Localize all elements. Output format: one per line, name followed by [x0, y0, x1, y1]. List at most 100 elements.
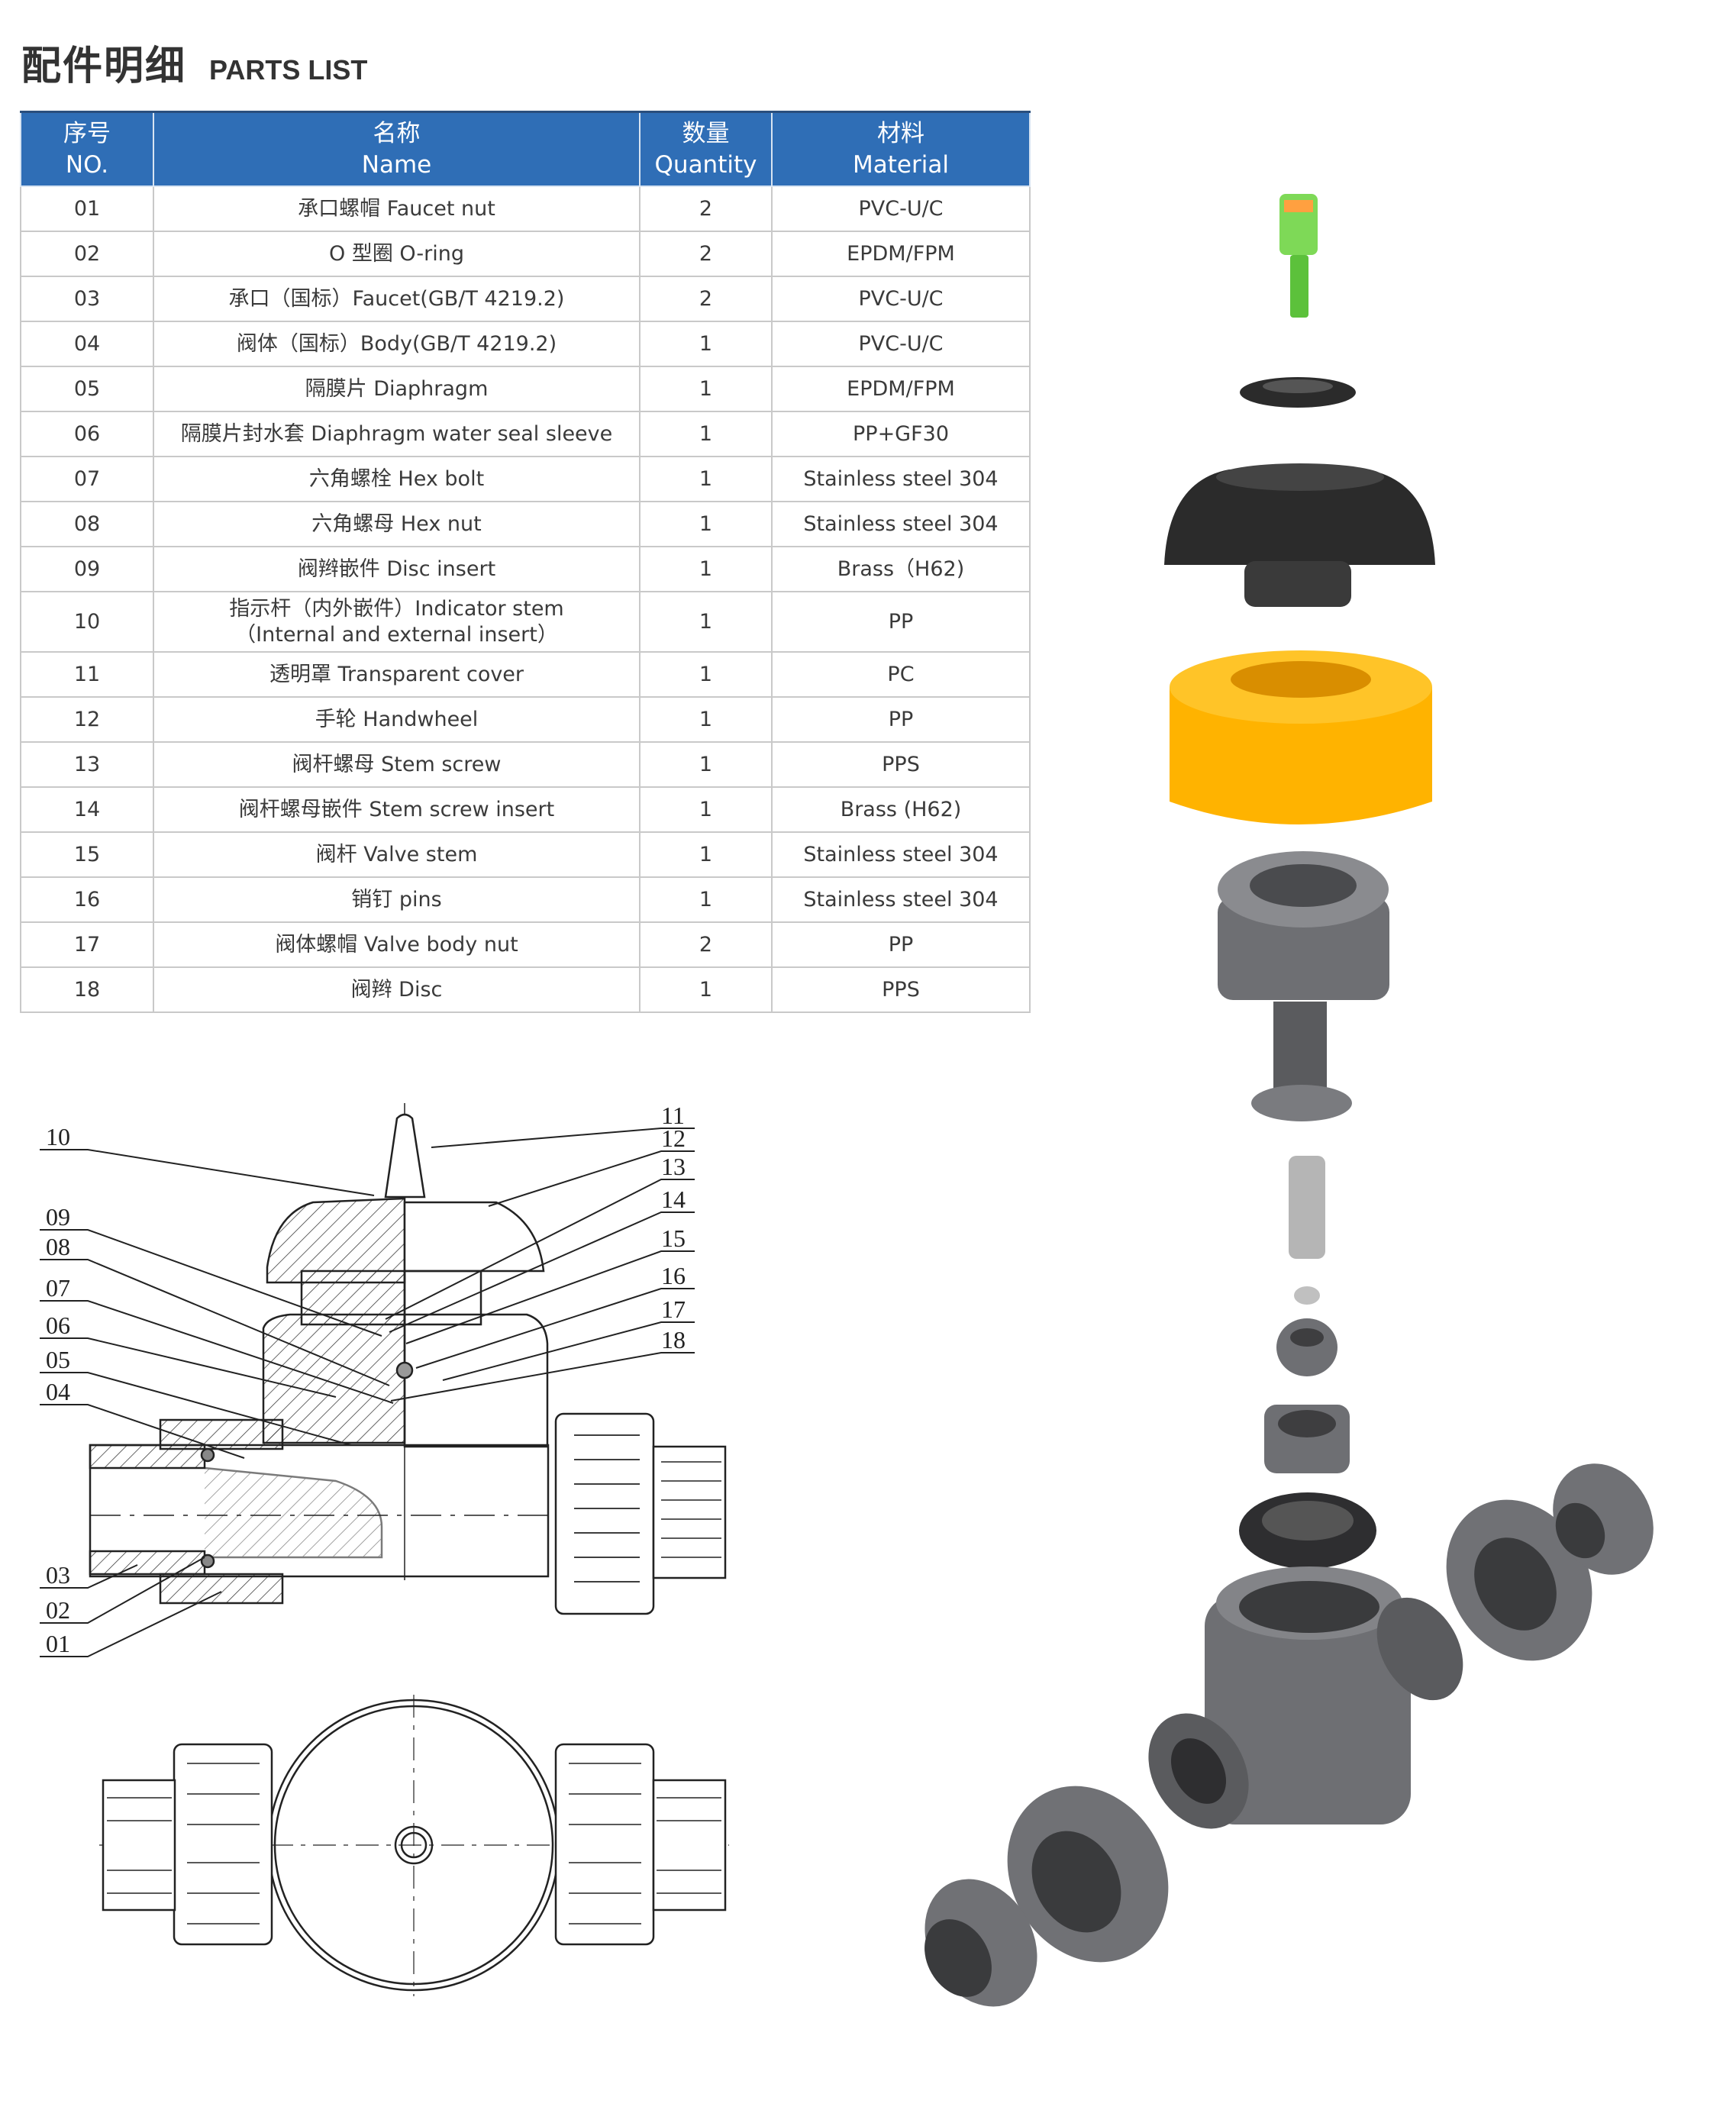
- label-11: 11: [661, 1102, 685, 1129]
- label-16: 16: [661, 1262, 686, 1289]
- handwheel-part: [1164, 463, 1435, 607]
- cell-no: 12: [20, 696, 154, 743]
- title-cn: 配件明细: [21, 44, 187, 89]
- cell-material: EPDM/FPM: [771, 231, 1031, 277]
- label-17: 17: [661, 1295, 686, 1323]
- small-nut-part: [1294, 1286, 1320, 1305]
- cell-material: PVC-U/C: [771, 276, 1031, 322]
- cell-quantity: 1: [639, 591, 773, 653]
- label-10: 10: [46, 1123, 70, 1150]
- drawing-labels: 10 09 08 07 06 05 04 03 02 01 11 12 13 1…: [46, 1102, 686, 1657]
- cell-quantity: 1: [639, 696, 773, 743]
- cell-quantity: 2: [639, 231, 773, 277]
- cell-no: 02: [20, 231, 154, 277]
- cell-name: 阀杆螺母 Stem screw: [153, 741, 641, 788]
- cell-material: Brass（H62): [771, 546, 1031, 592]
- cell-material: Stainless steel 304: [771, 831, 1031, 878]
- label-08: 08: [46, 1233, 70, 1260]
- cell-quantity: 1: [639, 831, 773, 878]
- label-18: 18: [661, 1326, 686, 1353]
- cell-material: PVC-U/C: [771, 186, 1031, 232]
- cell-name: 阀杆 Valve stem: [153, 831, 641, 878]
- cell-name: 阀体螺帽 Valve body nut: [153, 921, 641, 968]
- cell-no: 01: [20, 186, 154, 232]
- cell-name: 销钉 pins: [153, 876, 641, 923]
- cell-quantity: 2: [639, 186, 773, 232]
- cell-quantity: 1: [639, 876, 773, 923]
- cell-material: PC: [771, 651, 1031, 698]
- label-03: 03: [46, 1561, 70, 1589]
- label-05: 05: [46, 1346, 70, 1373]
- cell-name: 手轮 Handwheel: [153, 696, 641, 743]
- cell-no: 04: [20, 321, 154, 367]
- indicator-stem-part: [1279, 194, 1318, 318]
- leader-lines: [40, 1128, 695, 1657]
- cell-material: Stainless steel 304: [771, 876, 1031, 923]
- label-12: 12: [661, 1124, 686, 1152]
- union-nut-parts: [924, 1463, 1654, 2007]
- label-07: 07: [46, 1274, 70, 1302]
- section-view-drawing: [89, 1103, 727, 1615]
- cell-no: 14: [20, 786, 154, 833]
- title-en: PARTS LIST: [209, 54, 368, 85]
- cell-material: PPS: [771, 741, 1031, 788]
- hex-bolt-part: [1289, 1156, 1325, 1259]
- cell-material: PPS: [771, 966, 1031, 1013]
- cell-material: EPDM/FPM: [771, 366, 1031, 412]
- cell-no: 15: [20, 831, 154, 878]
- cell-name: O 型圈 O-ring: [153, 231, 641, 277]
- label-15: 15: [661, 1224, 686, 1252]
- cell-material: PVC-U/C: [771, 321, 1031, 367]
- cell-name: 透明罩 Transparent cover: [153, 651, 641, 698]
- cell-name: 指示杆（内外嵌件）Indicator stem（Internal and ext…: [153, 591, 641, 653]
- cell-no: 11: [20, 651, 154, 698]
- cell-quantity: 1: [639, 741, 773, 788]
- cell-quantity: 1: [639, 651, 773, 698]
- top-view-drawing: [99, 1695, 729, 1996]
- cell-material: PP+GF30: [771, 411, 1031, 457]
- cell-no: 18: [20, 966, 154, 1013]
- hex-nut-part: [1276, 1318, 1337, 1376]
- cell-quantity: 1: [639, 321, 773, 367]
- cell-no: 10: [20, 591, 154, 653]
- cell-quantity: 1: [639, 501, 773, 547]
- cell-no: 13: [20, 741, 154, 788]
- cell-quantity: 1: [639, 366, 773, 412]
- cell-no: 17: [20, 921, 154, 968]
- cell-quantity: 1: [639, 546, 773, 592]
- label-02: 02: [46, 1596, 70, 1624]
- cell-name: 六角螺母 Hex nut: [153, 501, 641, 547]
- cell-no: 05: [20, 366, 154, 412]
- cell-quantity: 1: [639, 786, 773, 833]
- exploded-parts-illustration: [924, 194, 1654, 2007]
- cell-name: 阀辫 Disc: [153, 966, 641, 1013]
- cell-no: 06: [20, 411, 154, 457]
- cell-no: 16: [20, 876, 154, 923]
- cell-quantity: 1: [639, 411, 773, 457]
- cell-name: 阀辫嵌件 Disc insert: [153, 546, 641, 592]
- cell-material: Stainless steel 304: [771, 456, 1031, 502]
- cell-material: PP: [771, 591, 1031, 653]
- label-04: 04: [46, 1378, 70, 1405]
- cell-name: 承口（国标）Faucet(GB/T 4219.2): [153, 276, 641, 322]
- cell-name: 隔膜片 Diaphragm: [153, 366, 641, 412]
- cell-material: PP: [771, 696, 1031, 743]
- cell-name: 阀体（国标）Body(GB/T 4219.2): [153, 321, 641, 367]
- cell-no: 03: [20, 276, 154, 322]
- cell-name: 阀杆螺母嵌件 Stem screw insert: [153, 786, 641, 833]
- cell-name: 承口螺帽 Faucet nut: [153, 186, 641, 232]
